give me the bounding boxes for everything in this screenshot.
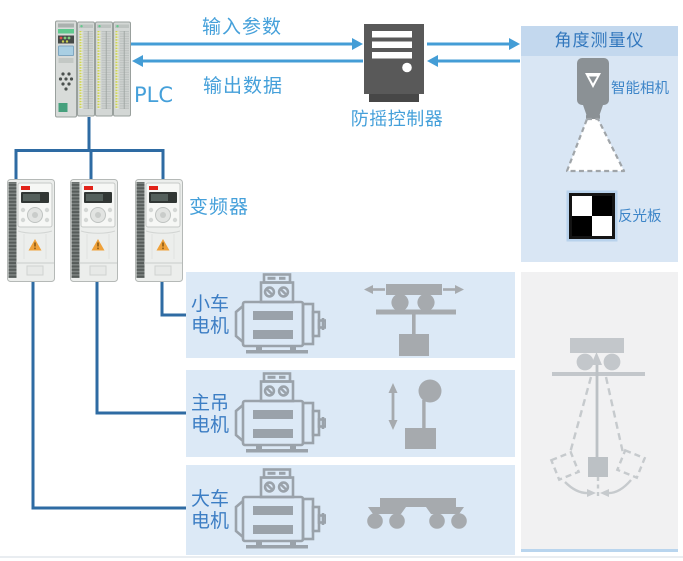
output-arrow xyxy=(132,55,363,67)
hoist-mechanism-icon xyxy=(384,378,444,452)
motor-icon xyxy=(234,468,326,552)
reflector-label: 反光板 xyxy=(618,209,662,225)
inverter-icon-3 xyxy=(135,179,183,282)
trolley-mechanism-icon xyxy=(362,279,472,357)
inverter-to-motor-wires xyxy=(31,278,186,510)
trolley-motor-row: 小车 电机 xyxy=(186,272,515,358)
camera-beam-icon xyxy=(558,116,634,176)
anti-sway-controller-icon xyxy=(362,24,426,104)
gantry-motor-label: 大车 电机 xyxy=(191,488,230,532)
smart-camera-label: 智能相机 xyxy=(611,81,669,97)
angle-measurement-panel: 角度测量仪 智能相机 反光板 xyxy=(521,26,678,262)
smart-camera-icon xyxy=(574,57,612,121)
motor-icon xyxy=(234,371,326,456)
angle-panel-title: 角度测量仪 xyxy=(521,26,678,56)
sway-diagram-panel xyxy=(521,272,678,552)
sway-diagram-icon xyxy=(549,338,647,497)
angle-to-controller-arrow xyxy=(427,55,520,67)
inverter-icon-2 xyxy=(70,179,118,282)
trolley-motor-label: 小车 电机 xyxy=(191,293,230,337)
plc-label: PLC xyxy=(134,83,174,107)
page-bottom-divider xyxy=(0,556,683,558)
hoist-motor-label: 主吊 电机 xyxy=(191,391,230,436)
gantry-motor-row: 大车 电机 xyxy=(186,465,515,555)
inverter-group-label: 变频器 xyxy=(189,196,250,218)
controller-to-angle-arrow xyxy=(427,38,520,50)
inverter-icon-1 xyxy=(7,179,55,282)
input-params-label: 输入参数 xyxy=(202,16,283,38)
motor-icon xyxy=(234,273,326,357)
hoist-motor-row: 主吊 电机 xyxy=(186,370,515,457)
plc-to-inverter-wires xyxy=(14,117,165,185)
plc-device-icon xyxy=(55,19,131,119)
gantry-mechanism-icon xyxy=(360,492,472,530)
reflector-board-icon xyxy=(569,193,615,239)
input-arrow xyxy=(131,38,363,50)
output-data-label: 输出数据 xyxy=(203,75,284,97)
anti-sway-controller-label: 防摇控制器 xyxy=(350,109,444,130)
